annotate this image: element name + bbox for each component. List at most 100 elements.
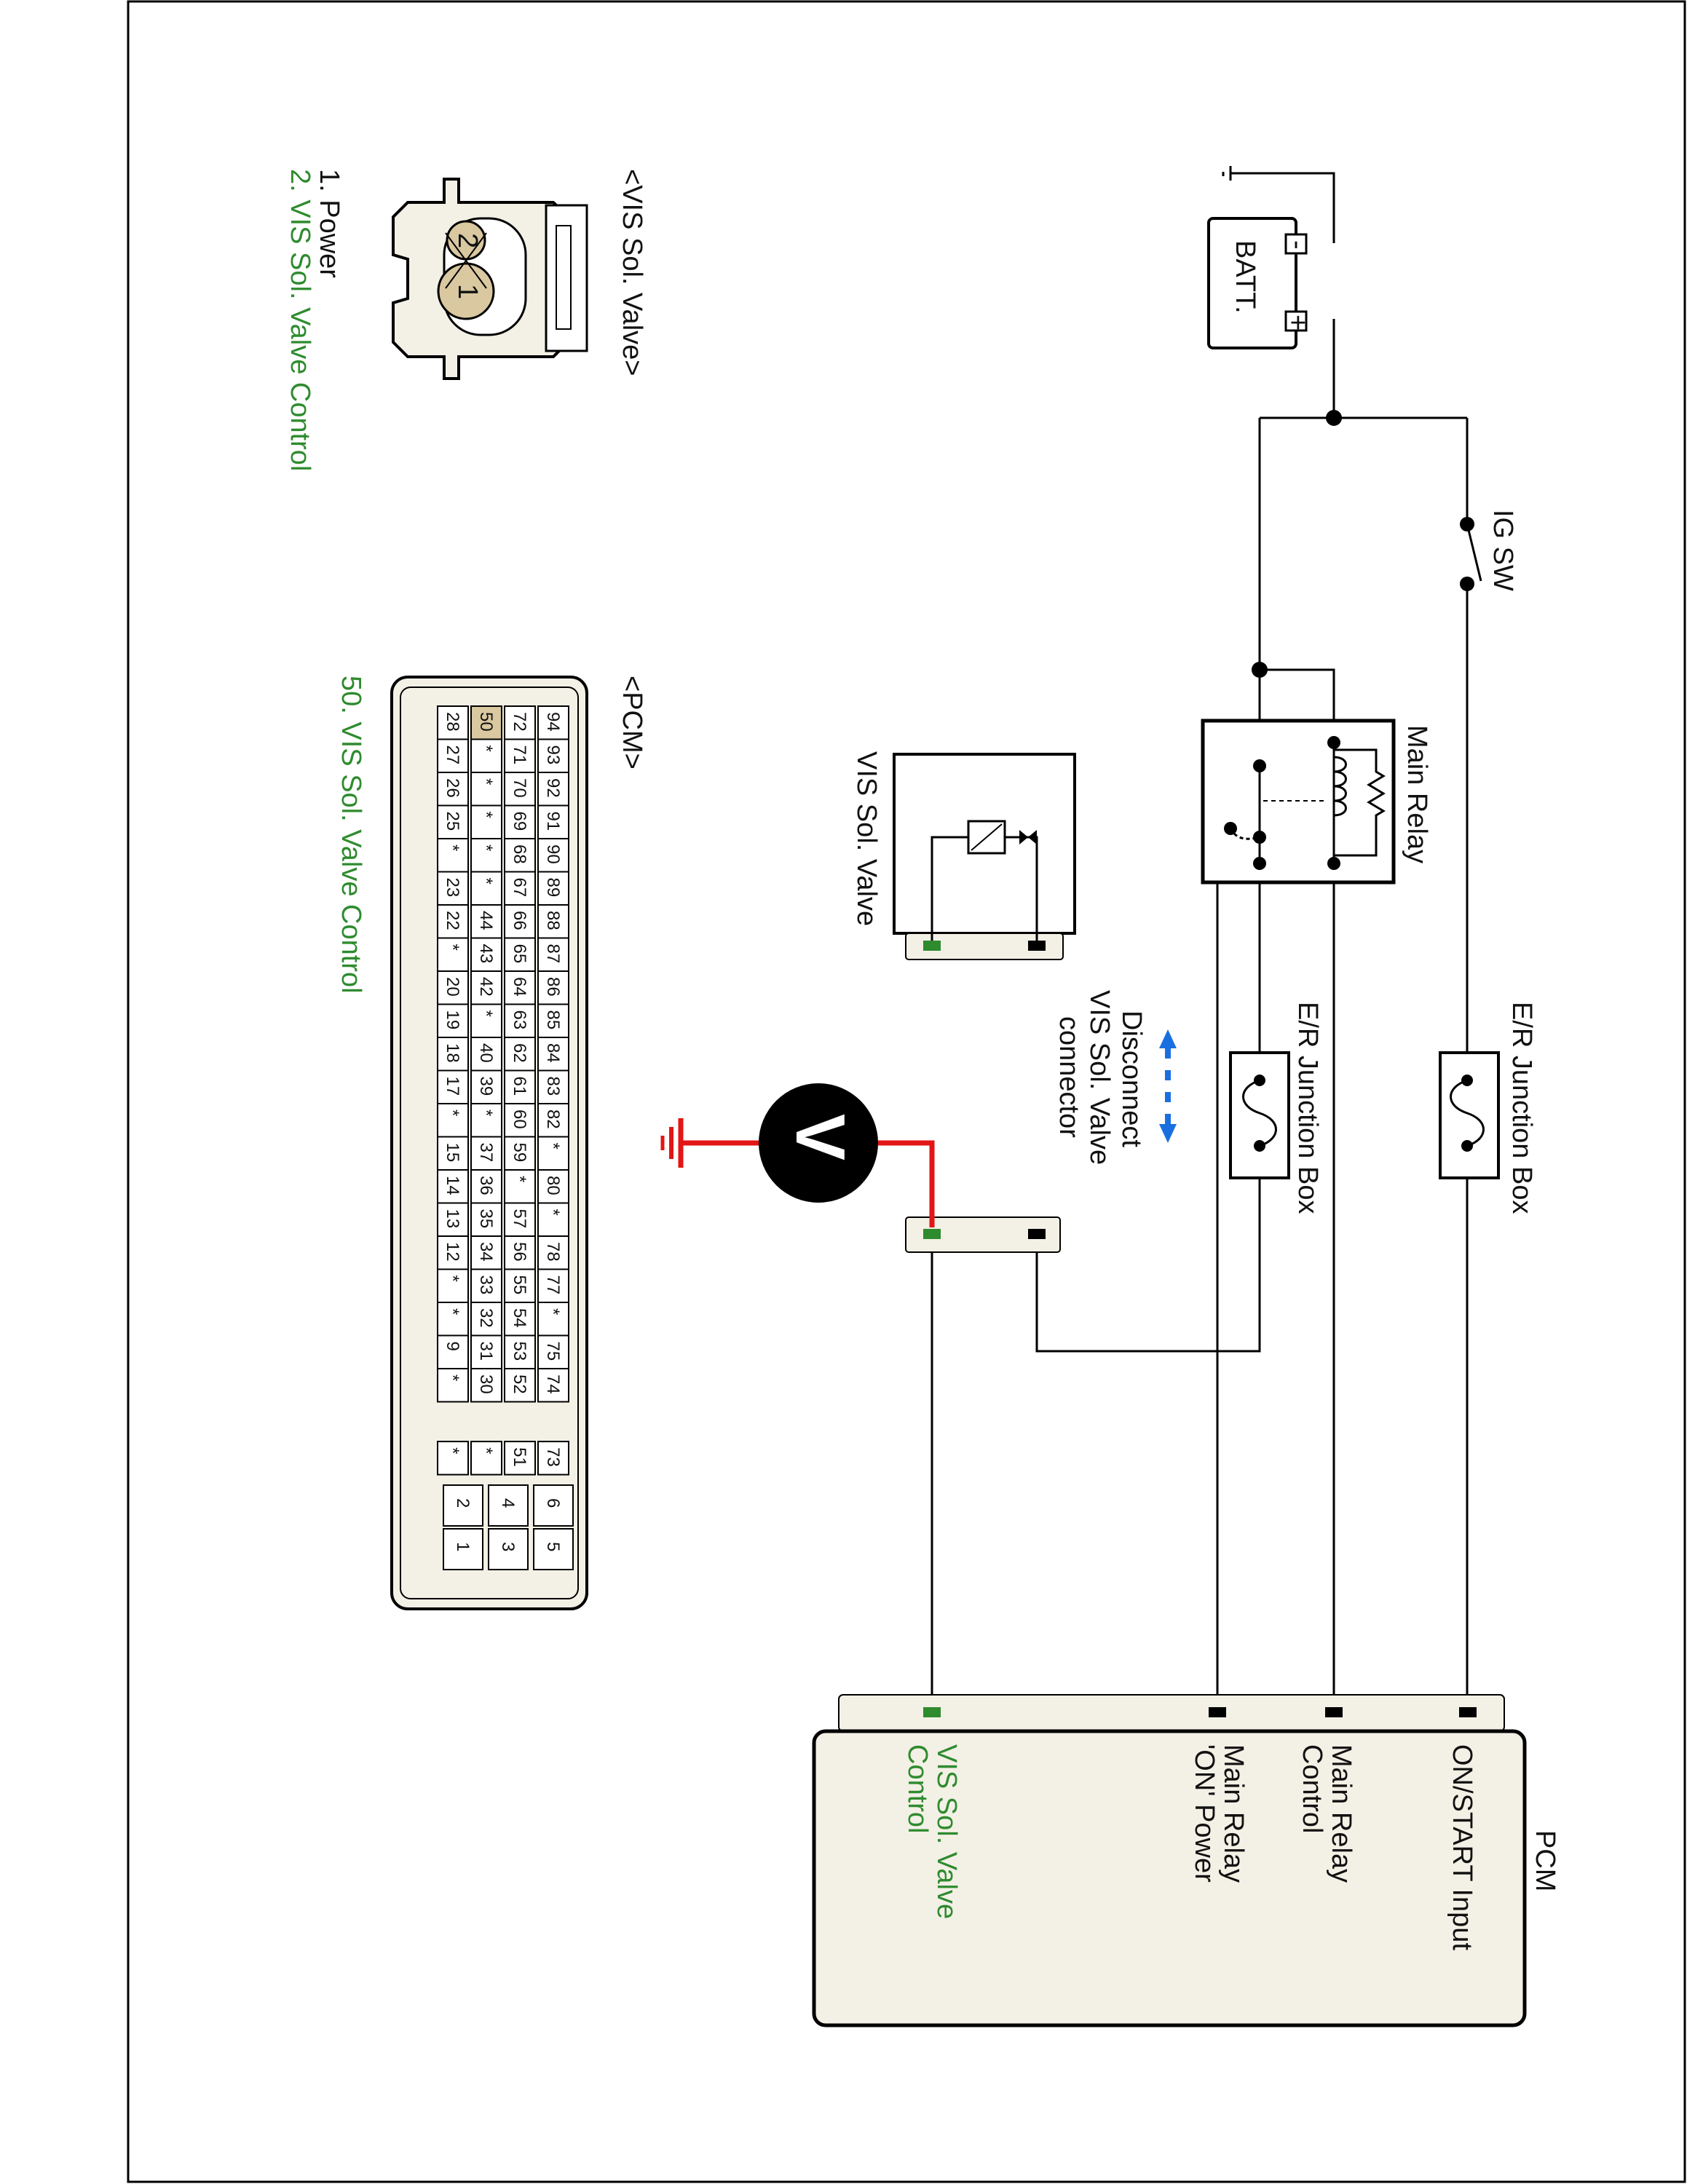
pcm-pin-label: 30 (476, 1374, 496, 1394)
pcm-power-pin-label: 3 (498, 1542, 518, 1551)
pcm-pin-label: 80 (543, 1176, 563, 1195)
vis-sol-valve: VIS Sol. Valve (851, 751, 1076, 960)
er-junction-box-1: E/R Junction Box (1439, 1002, 1537, 1214)
pcm-pin-cell (537, 1136, 569, 1171)
pcm-pin-cell (470, 772, 502, 807)
vis-legend-1: 1. Power (314, 169, 344, 278)
pcm-pin-cell (504, 871, 536, 906)
pcm-pin-cell (504, 1103, 536, 1138)
pcm-pin-cell (504, 1334, 536, 1369)
pcm-pin-cell (504, 1003, 536, 1038)
pcm-pin-grid: 94939291908988878685848382*80*7877*75747… (437, 705, 574, 1570)
pcm-power-pin-cell (533, 1528, 574, 1570)
pcm-pin-label: 61 (510, 1077, 529, 1096)
disconnect-line-1: Disconnect (1116, 1010, 1147, 1147)
pcm-pin-cell (470, 838, 502, 873)
pcm-pin-label: * (543, 1308, 563, 1315)
vis-valve-label: VIS Sol. Valve (851, 751, 882, 926)
pcm-pin-label: 71 (510, 745, 529, 765)
pcm-pin-cell (470, 738, 502, 773)
pcm-pin-label: 90 (543, 844, 563, 864)
pcm-pin-cell (537, 1368, 569, 1403)
pcm-pin-cell (537, 1202, 569, 1237)
pcm-pin-label: * (476, 1109, 496, 1116)
pcm-title: PCM (1530, 1830, 1560, 1891)
vis-pin-2-label: 2 (452, 233, 483, 248)
pcm-pin-cell (437, 772, 469, 807)
pcm-pin-label: 72 (510, 712, 529, 732)
pcm-pin-label: 63 (510, 1010, 529, 1030)
vis-connector-face: <VIS Sol. Valve> 2 1 1. Power 2. VIS Sol… (285, 169, 647, 471)
vis-inline-connector (905, 1216, 1061, 1253)
pcm-pin-cell (504, 1136, 536, 1171)
pcm-pin-cell (437, 1235, 469, 1270)
pcm-pin-cell (437, 871, 469, 906)
pcm-pin-label: 87 (543, 944, 563, 964)
pcm-pin-label: 85 (543, 1010, 563, 1030)
pcm-pin-label: 54 (510, 1308, 529, 1328)
pcm-pin-cell (504, 1268, 536, 1303)
pcm-pin-label: 14 (443, 1176, 462, 1195)
pcm-pin-cell (537, 804, 569, 839)
pcm-pin-cell (504, 1235, 536, 1270)
pcm-term-on-start: ON/START Input (1447, 1744, 1477, 1950)
pcm-pin-cell (537, 1069, 569, 1104)
vis-legend-2: 2. VIS Sol. Valve Control (285, 169, 315, 471)
battery-minus: - (1282, 240, 1313, 250)
pcm-pin-label: * (476, 812, 496, 818)
pcm-pin-label: 88 (543, 911, 563, 930)
pcm-pin-cell (537, 1302, 569, 1337)
pcm-pin-label: 19 (443, 1010, 462, 1030)
pcm-pin-label: * (476, 844, 496, 851)
pcm-pin-cell (437, 1334, 469, 1369)
pcm-pin-label: 33 (476, 1275, 496, 1295)
pcm-pin-label: 93 (543, 745, 563, 765)
pcm-pin-cell (437, 1268, 469, 1303)
vis-pin-2 (446, 220, 486, 261)
voltmeter: V (660, 1083, 935, 1227)
pcm-pin-cell (437, 1037, 469, 1072)
pcm-pin-cell (504, 1302, 536, 1337)
pcm-pin-cell (470, 1368, 502, 1403)
pcm-pin-cell (470, 1441, 502, 1476)
pcm-pin-label: 74 (543, 1374, 563, 1394)
pcm-pin-label: 34 (476, 1242, 496, 1262)
pcm-pin-cell (537, 738, 569, 773)
pcm-pin-cell (437, 838, 469, 873)
pcm-term-main-relay-control-2: Control (1297, 1744, 1327, 1834)
pcm-pin-cell (470, 1302, 502, 1337)
pcm-pin-label: 15 (443, 1143, 462, 1163)
pcm-pin-cell (437, 1368, 469, 1403)
pcm-pin-label: 91 (543, 812, 563, 831)
pcm-pin-cell (537, 1441, 569, 1476)
pcm-pin-label: 57 (510, 1209, 529, 1229)
pcm-pin-cell (470, 1202, 502, 1237)
pcm-connector-legend: 50. VIS Sol. Valve Control (336, 676, 366, 994)
pcm-pin-label: 22 (443, 911, 462, 930)
pcm-pin-cell (470, 904, 502, 939)
pcm-pin-label: * (443, 1275, 462, 1282)
pcm-power-pin-label: 4 (498, 1498, 518, 1508)
pcm-pin-label: 94 (543, 712, 563, 732)
pcm-power-pin-label: 1 (453, 1542, 473, 1551)
pcm-pin-cell (537, 1235, 569, 1270)
disconnect-arrow-icon (1159, 1029, 1177, 1143)
pcm-pin-label: 25 (443, 812, 462, 831)
pcm-pin-label: * (476, 778, 496, 785)
pcm-term-main-relay-on-2: 'ON' Power (1189, 1744, 1220, 1883)
pcm-pin-label: 66 (510, 911, 529, 930)
pcm-pin-label: * (476, 878, 496, 885)
pcm-pin-label: 83 (543, 1077, 563, 1096)
vis-connector-title: <VIS Sol. Valve> (617, 169, 647, 376)
pcm-pin-label: 44 (476, 911, 496, 930)
pcm-pin-cell (437, 1302, 469, 1337)
pcm-pin-cell (504, 1169, 536, 1204)
pcm-pin-label: * (543, 1209, 563, 1216)
pcm-connector-title: <PCM> (617, 676, 647, 769)
voltmeter-icon (759, 1083, 878, 1203)
pcm-pin-label: 77 (543, 1275, 563, 1295)
vis-pin-1-label: 1 (452, 284, 483, 299)
pcm-pin-label: * (443, 1447, 462, 1454)
pcm-pin-label: 27 (443, 745, 462, 765)
